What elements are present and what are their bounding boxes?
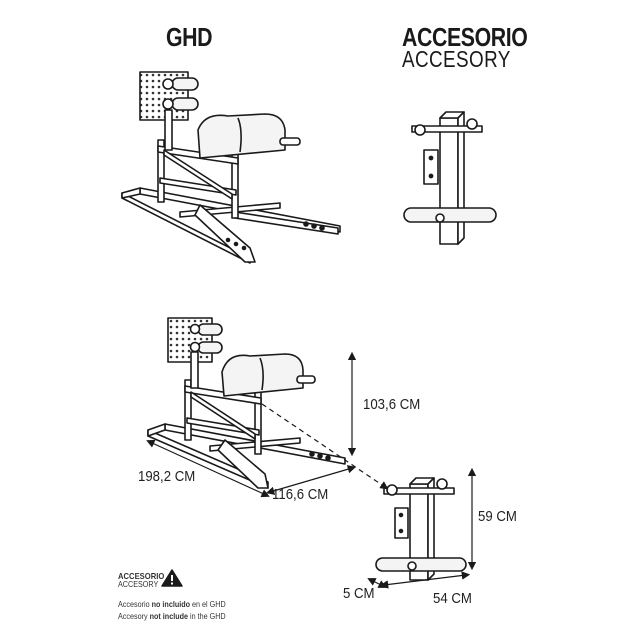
note-en-suffix: in the GHD bbox=[188, 612, 226, 621]
note-es-suffix: en el GHD bbox=[190, 600, 226, 609]
dimension-width: 116,6 CM bbox=[272, 486, 329, 503]
dimension-accessory-depth: 5 CM bbox=[343, 585, 375, 602]
note-en-bold: not include bbox=[149, 612, 189, 621]
accessory-title: ACCESORIO bbox=[402, 22, 528, 52]
dimension-accessory-width: 54 CM bbox=[433, 590, 472, 607]
note-es-bold: no incluido bbox=[151, 600, 191, 609]
note-subtitle: ACCESORY bbox=[118, 580, 159, 589]
note-title: ACCESORIO bbox=[118, 571, 165, 581]
dimension-length: 198,2 CM bbox=[138, 468, 196, 485]
note-en-prefix: Accesory bbox=[118, 612, 150, 621]
note-es-prefix: Accesorio bbox=[118, 600, 152, 609]
accessory-bottom bbox=[375, 477, 467, 581]
note-spanish: Accesorio no incluido en el GHD bbox=[118, 600, 226, 609]
accessory-top bbox=[403, 111, 497, 245]
attachment-dashed-line bbox=[261, 403, 389, 490]
accessory-subtitle: ACCESORY bbox=[402, 46, 511, 72]
ghd-machine-bottom bbox=[147, 317, 346, 489]
dimension-height: 103,6 CM bbox=[363, 396, 421, 413]
dimension-lines bbox=[146, 351, 477, 589]
dimension-accessory-height: 59 CM bbox=[478, 508, 517, 525]
ghd-title: GHD bbox=[166, 22, 213, 52]
warning-triangle-icon bbox=[161, 569, 183, 587]
ghd-machine-top bbox=[121, 71, 341, 264]
note-english: Accesory not include in the GHD bbox=[118, 612, 226, 621]
